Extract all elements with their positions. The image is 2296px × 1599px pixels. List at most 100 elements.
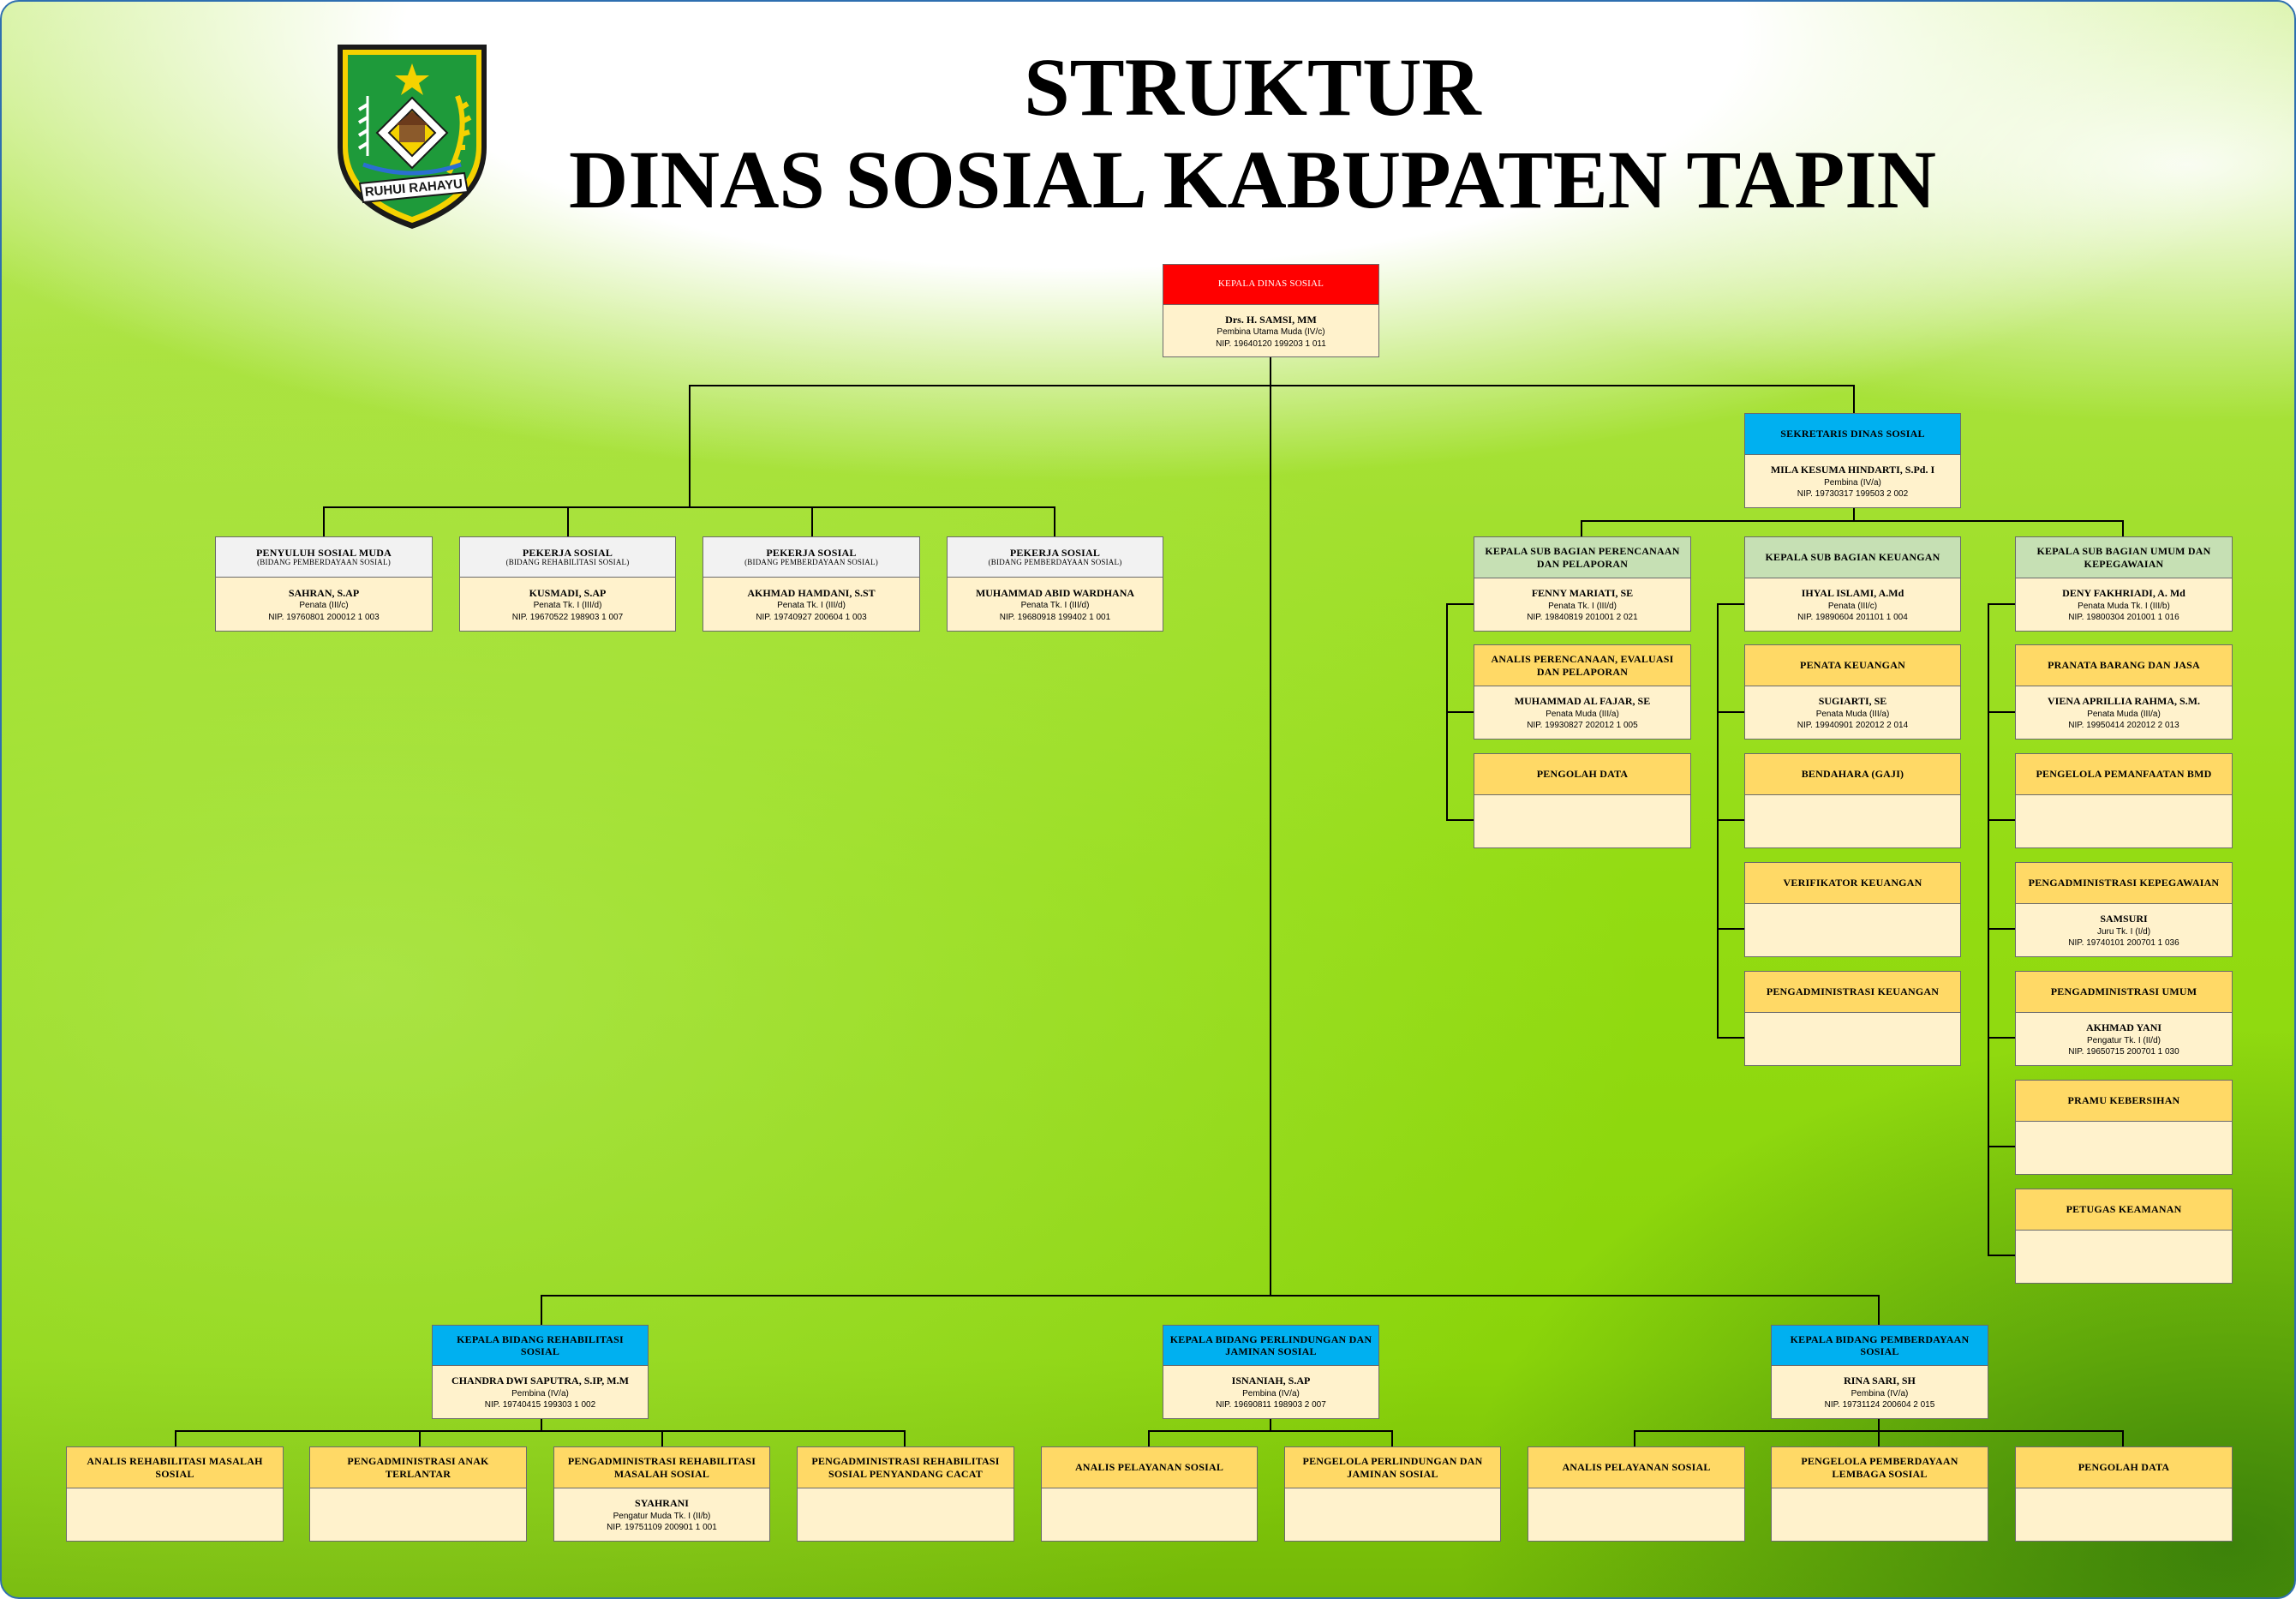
connector-line — [1634, 1430, 1635, 1447]
org-box-bidang-staff: PENGOLAH DATA — [2015, 1446, 2233, 1542]
box-title: ANALIS PELAYANAN SOSIAL — [1528, 1447, 1744, 1488]
person-nip: NIP. 19640120 199203 1 011 — [1216, 338, 1326, 349]
person-name: AKHMAD YANI — [2085, 1021, 2162, 1034]
box-title: KEPALA SUB BAGIAN UMUM DAN KEPEGAWAIAN — [2016, 537, 2232, 578]
connector-line — [1988, 1146, 2016, 1147]
box-title: KEPALA DINAS SOSIAL — [1163, 265, 1378, 305]
box-title: PETUGAS KEAMANAN — [2016, 1189, 2232, 1231]
person-name: ISNANIAH, S.AP — [1231, 1374, 1311, 1387]
org-box-fungsional: PEKERJA SOSIAL (BIDANG PEMBERDAYAAN SOSI… — [947, 536, 1163, 632]
person-name: SAMSURI — [2100, 913, 2148, 925]
org-box-bidang-staff: PENGELOLA PERLINDUNGAN DAN JAMINAN SOSIA… — [1284, 1446, 1501, 1542]
kabupaten-tapin-logo: RUHUI RAHAYU — [338, 45, 487, 229]
connector-line — [689, 385, 691, 508]
org-box-fungsional: PEKERJA SOSIAL (BIDANG PEMBERDAYAAN SOSI… — [703, 536, 920, 632]
box-title: PENATA KEUANGAN — [1745, 645, 1960, 686]
person-name: Drs. H. SAMSI, MM — [1225, 313, 1317, 326]
box-title: BENDAHARA (GAJI) — [1745, 754, 1960, 795]
person-nip: NIP. 19680918 199402 1 001 — [999, 612, 1111, 622]
org-box-sekretaris: SEKRETARIS DINAS SOSIAL MILA KESUMA HIND… — [1744, 413, 1961, 508]
connector-line — [1988, 928, 2016, 930]
connector-line — [1717, 603, 1745, 605]
person-rank: Juru Tk. I (I/d) — [2096, 926, 2151, 937]
org-box-bidang-staff: ANALIS REHABILITASI MASALAH SOSIAL — [66, 1446, 284, 1542]
person-rank: Pembina Utama Muda (IV/c) — [1217, 327, 1325, 338]
connector-line — [1717, 711, 1745, 713]
connector-line — [1853, 508, 1855, 522]
connector-line — [1988, 603, 2016, 605]
person-name: FENNY MARIATI, SE — [1531, 587, 1634, 600]
box-title: PEKERJA SOSIAL — [766, 546, 857, 559]
person-nip: NIP. 19760801 200012 1 003 — [268, 612, 380, 622]
box-title: PENGOLAH DATA — [2016, 1447, 2232, 1488]
box-title: PEKERJA SOSIAL — [1009, 546, 1101, 559]
connector-line — [811, 506, 813, 536]
person-nip: NIP. 19730317 199503 2 002 — [1797, 489, 1909, 500]
connector-line — [323, 506, 1055, 508]
org-box-kepala-bidang: KEPALA BIDANG PERLINDUNGAN DAN JAMINAN S… — [1163, 1325, 1379, 1419]
box-title: PENYULUH SOSIAL MUDA — [255, 546, 392, 559]
person-name: KUSMADI, S.AP — [529, 586, 607, 599]
box-subtitle: (BIDANG PEMBERDAYAAN SOSIAL) — [988, 558, 1122, 567]
person-rank: Penata Tk. I (III/d) — [1548, 601, 1617, 611]
connector-line — [1878, 1295, 1880, 1326]
box-title: PENGELOLA PEMANFAATAN BMD — [2016, 754, 2232, 795]
person-name: SAHRAN, S.AP — [288, 586, 360, 599]
person-nip: NIP. 19740101 200701 1 036 — [2068, 938, 2179, 949]
person-nip: NIP. 19890604 201101 1 004 — [1797, 613, 1908, 623]
connector-line — [175, 1430, 906, 1432]
box-title: PENGELOLA PEMBERDAYAAN LEMBAGA SOSIAL — [1772, 1447, 1988, 1488]
org-box-staff: PENGELOLA PEMANFAATAN BMD — [2015, 753, 2233, 848]
org-box-kepala-dinas: KEPALA DINAS SOSIAL Drs. H. SAMSI, MM Pe… — [1163, 264, 1379, 357]
org-box-staff: BENDAHARA (GAJI) — [1744, 753, 1961, 848]
org-box-bidang-staff: PENGADMINISTRASI ANAK TERLANTAR — [309, 1446, 527, 1542]
org-box-staff: VERIFIKATOR KEUANGAN — [1744, 862, 1961, 957]
connector-line — [541, 1417, 542, 1432]
connector-line — [1446, 603, 1474, 605]
person-rank: Penata Tk. I (III/d) — [1020, 601, 1090, 611]
person-nip: NIP. 19740415 199303 1 002 — [484, 1400, 596, 1410]
connector-line — [1148, 1430, 1150, 1447]
org-box-bidang-staff: ANALIS PELAYANAN SOSIAL — [1528, 1446, 1745, 1542]
org-box-subbag-umum: KEPALA SUB BAGIAN UMUM DAN KEPEGAWAIAN D… — [2015, 536, 2233, 632]
person-nip: NIP. 19670522 198903 1 007 — [511, 612, 624, 622]
person-name: IHYAL ISLAMI, A.Md — [1801, 587, 1904, 600]
connector-line — [661, 1430, 663, 1447]
box-title: PENGADMINISTRASI ANAK TERLANTAR — [310, 1447, 526, 1488]
box-title: KEPALA BIDANG PEMBERDAYAAN SOSIAL — [1772, 1326, 1988, 1366]
box-title: SEKRETARIS DINAS SOSIAL — [1745, 414, 1960, 455]
connector-line — [175, 1430, 176, 1447]
person-nip: NIP. 19690811 198903 2 007 — [1216, 1400, 1326, 1410]
person-name: SUGIARTI, SE — [1818, 695, 1887, 708]
connector-line — [1988, 603, 1989, 1256]
box-title: ANALIS PERENCANAAN, EVALUASI DAN PELAPOR… — [1474, 645, 1690, 686]
box-title: PENGADMINISTRASI REHABILITASI SOSIAL PEN… — [798, 1447, 1013, 1488]
person-name: VIENA APRILLIA RAHMA, S.M. — [2047, 695, 2201, 708]
box-subtitle: (BIDANG PEMBERDAYAAN SOSIAL) — [744, 558, 878, 567]
connector-line — [2122, 520, 2124, 536]
person-name: MUHAMMAD ABID WARDHANA — [975, 586, 1135, 599]
connector-line — [1270, 1417, 1271, 1432]
person-name: MUHAMMAD AL FAJAR, SE — [1514, 695, 1651, 708]
person-nip: NIP. 19950414 202012 2 013 — [2068, 721, 2179, 731]
connector-line — [1988, 1255, 2016, 1256]
box-title-wrap: PEKERJA SOSIAL (BIDANG REHABILITASI SOSI… — [460, 537, 675, 578]
box-title: PEKERJA SOSIAL — [522, 546, 613, 559]
person-name: RINA SARI, SH — [1844, 1374, 1916, 1387]
connector-line — [419, 1430, 421, 1447]
box-title: KEPALA BIDANG REHABILITASI SOSIAL — [433, 1326, 648, 1366]
box-title-wrap: PEKERJA SOSIAL (BIDANG PEMBERDAYAAN SOSI… — [948, 537, 1163, 578]
box-title: PENGOLAH DATA — [1474, 754, 1690, 795]
box-title: KEPALA BIDANG PERLINDUNGAN DAN JAMINAN S… — [1163, 1326, 1378, 1366]
person-rank: Pengatur Tk. I (II/d) — [2087, 1035, 2161, 1045]
person-rank: Pembina (IV/a) — [1242, 1388, 1300, 1398]
org-box-staff: PENGADMINISTRASI KEUANGAN — [1744, 971, 1961, 1066]
connector-line — [1878, 1430, 1880, 1447]
box-title: ANALIS PELAYANAN SOSIAL — [1042, 1447, 1257, 1488]
org-box-kepala-bidang: KEPALA BIDANG PEMBERDAYAAN SOSIAL RINA S… — [1771, 1325, 1988, 1419]
box-title: ANALIS REHABILITASI MASALAH SOSIAL — [67, 1447, 283, 1488]
connector-line — [1581, 520, 2124, 522]
page-title-line1: STRUKTUR — [1024, 41, 1481, 133]
person-rank: Pembina (IV/a) — [1824, 477, 1881, 488]
